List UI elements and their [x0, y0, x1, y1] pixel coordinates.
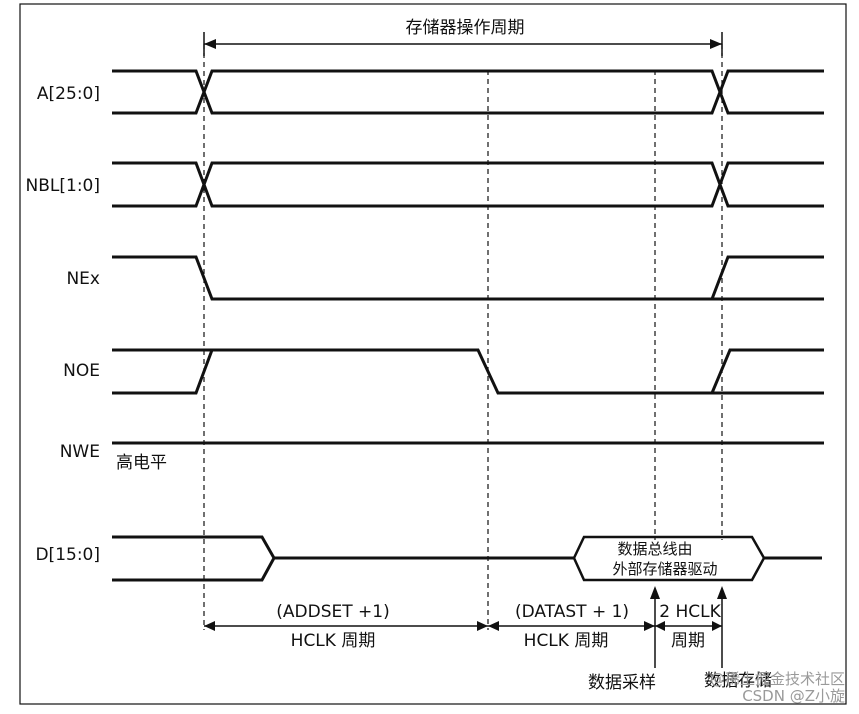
interval-datast-arrow — [488, 621, 655, 631]
signal-label-nwe: NWE — [60, 442, 100, 462]
diagram-frame — [19, 3, 847, 705]
data-bus-note-line2: 外部存储器驱动 — [612, 560, 717, 578]
signal-label-nbl: NBL[1:0] — [26, 176, 100, 196]
signal-label-data: D[15:0] — [35, 545, 100, 565]
watermark-line1: @稀土掘金技术社区 — [710, 670, 845, 688]
cycle-span-arrow — [203, 32, 723, 56]
watermark-line2: CSDN @Z小旋 — [742, 687, 845, 705]
data-store-marker — [717, 586, 727, 668]
cycle-title: 存储器操作周期 — [406, 18, 525, 38]
waveform-noe — [112, 348, 824, 395]
signal-label-nex: NEx — [66, 269, 100, 289]
waveform-address — [112, 69, 824, 115]
interval-datast-label: (DATAST + 1) — [515, 602, 629, 622]
interval-hclk2-label: 2 HCLK — [659, 602, 721, 622]
interval-hclk2-arrow — [655, 621, 722, 631]
waveform-nbl — [112, 161, 824, 208]
signal-label-address: A[25:0] — [37, 84, 100, 104]
data-bus-note-line1: 数据总线由 — [617, 540, 692, 558]
interval-addset-arrow — [204, 621, 488, 631]
data-sample-label: 数据采样 — [588, 673, 656, 693]
interval-addset-unit: HCLK 周期 — [291, 631, 376, 651]
waveform-data — [112, 535, 822, 582]
interval-hclk2-unit: 周期 — [671, 631, 705, 651]
nwe-high-level-note: 高电平 — [116, 453, 167, 473]
waveform-nex — [112, 255, 824, 301]
interval-datast-unit: HCLK 周期 — [524, 631, 609, 651]
signal-label-noe: NOE — [63, 361, 100, 381]
interval-addset-label: (ADDSET +1) — [276, 602, 389, 622]
data-sample-marker — [650, 586, 660, 668]
data-store-label: 数据存储 — [704, 671, 772, 691]
